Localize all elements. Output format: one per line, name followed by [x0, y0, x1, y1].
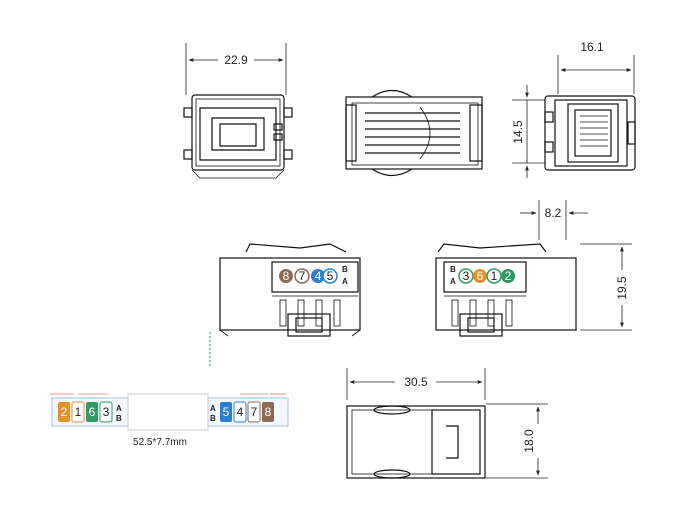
- jack-left-view: 8 7 4 5 B A: [219, 243, 361, 337]
- label-right-pin-2: 4: [237, 405, 244, 419]
- jack-right-row-a: A: [450, 277, 456, 286]
- jack-right-pin-1: 2: [505, 269, 512, 283]
- jack-right-pin-4: 3: [463, 269, 470, 283]
- bottom-view: 30.5 18.0: [346, 368, 548, 479]
- dim-depth: 8.2: [545, 206, 562, 220]
- jack-left-pin-3: 4: [315, 269, 322, 283]
- dim-height: 19.5: [615, 276, 629, 300]
- jack-right-pin-3: 6: [477, 269, 484, 283]
- label-left-pin-4: 3: [103, 405, 110, 419]
- jack-left-pin-2: 7: [299, 269, 306, 283]
- label-size: 52.5*7.7mm: [133, 437, 187, 448]
- label-right-pin-4: 8: [265, 405, 272, 419]
- wiring-label: 2 1 6 3 A B A B 5 4 7 8 52.5*7.7mm: [50, 393, 289, 448]
- jack-right-row-b: B: [450, 265, 456, 274]
- side-view: [345, 89, 483, 177]
- jack-right-view: B A 3 6 1 2 8.2 19.5: [435, 200, 632, 337]
- jack-left-row-b: B: [342, 265, 348, 274]
- label-left-pin-3: 6: [89, 405, 96, 419]
- label-right-pin-3: 7: [251, 405, 258, 419]
- label-left-pin-2: 1: [75, 405, 82, 419]
- label-right-row-a: A: [210, 404, 216, 413]
- dim-top-width: 22.9: [224, 53, 248, 67]
- jack-right-pin-2: 1: [491, 269, 498, 283]
- rear-view: 16.1 14.5: [511, 40, 636, 178]
- label-right-pin-1: 5: [223, 405, 230, 419]
- label-right-row-b: B: [210, 414, 216, 423]
- label-left-row-b: B: [116, 414, 122, 423]
- label-left-row-a: A: [116, 404, 122, 413]
- label-left-pin-1: 2: [61, 405, 68, 419]
- dim-bottom-width: 18.0: [522, 429, 536, 453]
- dim-side-width: 16.1: [580, 40, 604, 54]
- dim-bottom-length: 30.5: [404, 375, 428, 389]
- jack-left-row-a: A: [342, 277, 348, 286]
- dim-side-height: 14.5: [511, 120, 525, 144]
- front-view: 22.9: [183, 43, 293, 179]
- jack-left-pin-4: 5: [327, 269, 334, 283]
- jack-left-pin-1: 8: [283, 269, 290, 283]
